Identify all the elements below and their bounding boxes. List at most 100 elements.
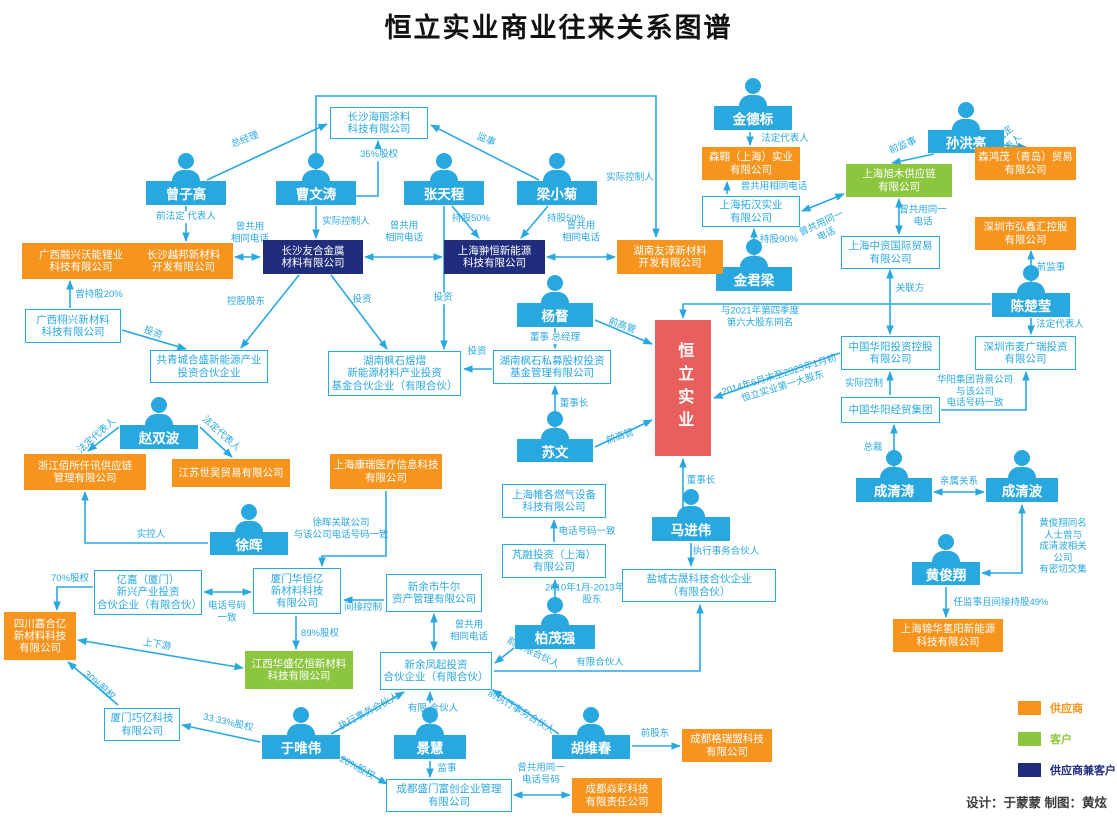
edge-xuhui-to-zj_baisuo [81,491,208,544]
person-node-yangmao: 杨瞀 [517,275,593,327]
person-name: 成清涛 [873,484,915,499]
person-body-icon [1008,467,1036,478]
company-node-cs_haili: 长沙海丽涂料 科技有限公司 [330,107,428,139]
person-name: 马进伟 [670,523,712,538]
person-node-suwen: 苏文 [517,411,593,462]
person-head-icon [436,153,452,169]
person-head-icon [549,153,565,169]
company-node-cd_yancai: 成都焱彩科技 有限责任公司 [572,778,662,813]
person-body-icon [302,170,330,181]
edge-yuweiwei-to-xy_fengqi [330,691,405,735]
person-name: 柏茂强 [534,631,576,646]
person-name: 陈楚莹 [1010,299,1052,314]
edge-sc_jiaheyi-to-jx_huashengyi [77,637,244,671]
person-head-icon [151,397,167,413]
legend-swatch-supplier [1018,701,1041,715]
person-node-liangxiaoju: 梁小菊 [517,153,597,205]
person-name: 于唯伟 [280,741,322,756]
edge-huweichun-to-xy_fengqi [492,689,560,735]
edge-xy_fengqi-to-yc_gusheng [494,604,704,672]
company-node-sen_hongmao: 森鸿茂（青岛）贸易 有限公司 [975,147,1076,180]
edge-yijia-to-sc_jiaheyi [53,586,93,611]
person-head-icon [547,275,563,291]
edge-yuweiwei-to-xm_qiaoyi [181,723,261,743]
company-node-zg_hy_jingmao: 中国华阳经贸集团 [841,397,940,423]
edge-sunhongliang-to-sh_xumu [891,153,935,165]
company-node-hn_fengshi_yuyi: 湖南枫石煜熠 新能源材料产业投资 基金合伙企业（有限合伙） [328,351,461,396]
edge-caowentao-to-cs_haili [356,140,382,197]
edge-caowentao-to-hn_youchun [315,95,660,238]
person-body-icon [145,414,173,425]
person-head-icon [241,504,257,520]
edge-sh_tuohan-to-sh_xumu [801,193,845,212]
person-body-icon [880,467,908,478]
person-name: 曾子高 [165,187,207,202]
person-name: 张天程 [423,187,465,202]
person-head-icon [547,597,563,613]
person-body-icon [235,521,263,532]
company-node-sc_jiaheyi: 四川嘉合亿 新材料科技 有限公司 [4,612,76,660]
legend-swatch-supplier-and-customer [1018,763,1041,777]
company-node-pengrong: 芃融投资（上海） 有限公司 [502,544,606,578]
legend-label-supplier: 供应商 [1050,703,1083,715]
person-head-icon [1014,450,1030,466]
person-body-icon [541,292,569,303]
person-node-chengqingbo: 成清波 [986,450,1058,502]
company-node-hengli: 恒立实业 [655,320,711,456]
person-body-icon [541,428,569,439]
person-body-icon [430,170,458,181]
person-head-icon [746,239,762,255]
person-body-icon [1017,282,1045,293]
person-head-icon [886,450,902,466]
person-body-icon [541,614,569,625]
person-body-icon [416,724,444,735]
legend-row-supplier: 供应商 [1018,700,1116,716]
person-name: 景慧 [416,741,444,756]
person-head-icon [293,707,309,723]
edge-sh_kangrui-to-xm_huahengyi [318,491,387,567]
legend-swatch-customer [1018,732,1041,746]
person-name: 徐晖 [235,537,263,553]
person-node-baimaoqiang: 柏茂强 [515,597,595,649]
edge-chenchuying-to-hengli [679,303,991,319]
person-name: 成清波 [1001,484,1043,499]
company-node-sz_maiguangrui: 深圳市麦广瑞投资 有限公司 [975,336,1076,370]
company-node-sh_xumu: 上海旭木供应链 有限公司 [846,164,952,197]
person-name: 金君梁 [733,273,775,288]
person-name: 胡维春 [570,741,612,756]
person-node-chengqingtao: 成清涛 [856,450,932,502]
company-node-xm_huahengyi: 厦门华恒亿 新材料科技 有限公司 [253,568,341,614]
edge-baimaoqiang-to-xy_fengqi [494,647,515,664]
edge-liangxiaoju-to-sh_chongheng [520,205,549,239]
company-node-sh_tuohan: 上海拓汉实业 有限公司 [702,196,800,227]
legend-row-supplier-and-customer: 供应商兼客户 [1018,762,1116,778]
edge-zhangtiancheng-to-sh_chongheng [451,205,480,239]
company-node-sh_chongheng: 上海翀恒新能源 科技有限公司 [444,240,545,274]
company-node-zj_baisuo: 浙江佰所仟讯供应链 管理有限公司 [24,454,146,490]
person-node-zengzigao: 曾子高 [146,153,226,205]
person-head-icon [683,489,699,505]
person-node-huweichun: 胡维春 [552,707,630,759]
person-node-yuweiwei: 于唯伟 [262,707,340,759]
person-name: 梁小菊 [536,187,578,202]
company-node-xy_fengqi: 新余凤起投资 合伙企业（有限合伙） [380,652,492,690]
company-node-cd_geruimeng: 成都格瑞盟科技 有限公司 [682,729,772,762]
company-node-gqc_hesheng: 共青城合盛新能源产业 投资合伙企业 [150,350,268,383]
edge-suwen-to-hengli [594,419,653,448]
person-body-icon [740,256,768,267]
person-node-jinjunliang: 金君梁 [716,239,792,291]
person-node-huangjunxiang: 黄俊翔 [912,534,980,585]
person-head-icon [745,78,761,94]
legend-row-customer: 客户 [1018,731,1116,747]
company-node-hn_fengshi_simu: 湖南枫石私募股权投资 基金管理有限公司 [493,350,611,384]
person-head-icon [958,102,974,118]
person-name: 孙洪亮 [945,135,987,151]
person-body-icon [932,551,960,562]
edge-xm_qiaoyi-to-sc_jiaheyi [67,661,119,706]
person-body-icon [952,119,980,130]
person-body-icon [739,95,767,106]
company-node-cs_youhe: 长沙友合金属 材料有限公司 [263,240,363,274]
company-node-sen_ao: 森翱（上海）实业 有限公司 [702,147,800,180]
person-name: 曹文涛 [295,187,337,202]
